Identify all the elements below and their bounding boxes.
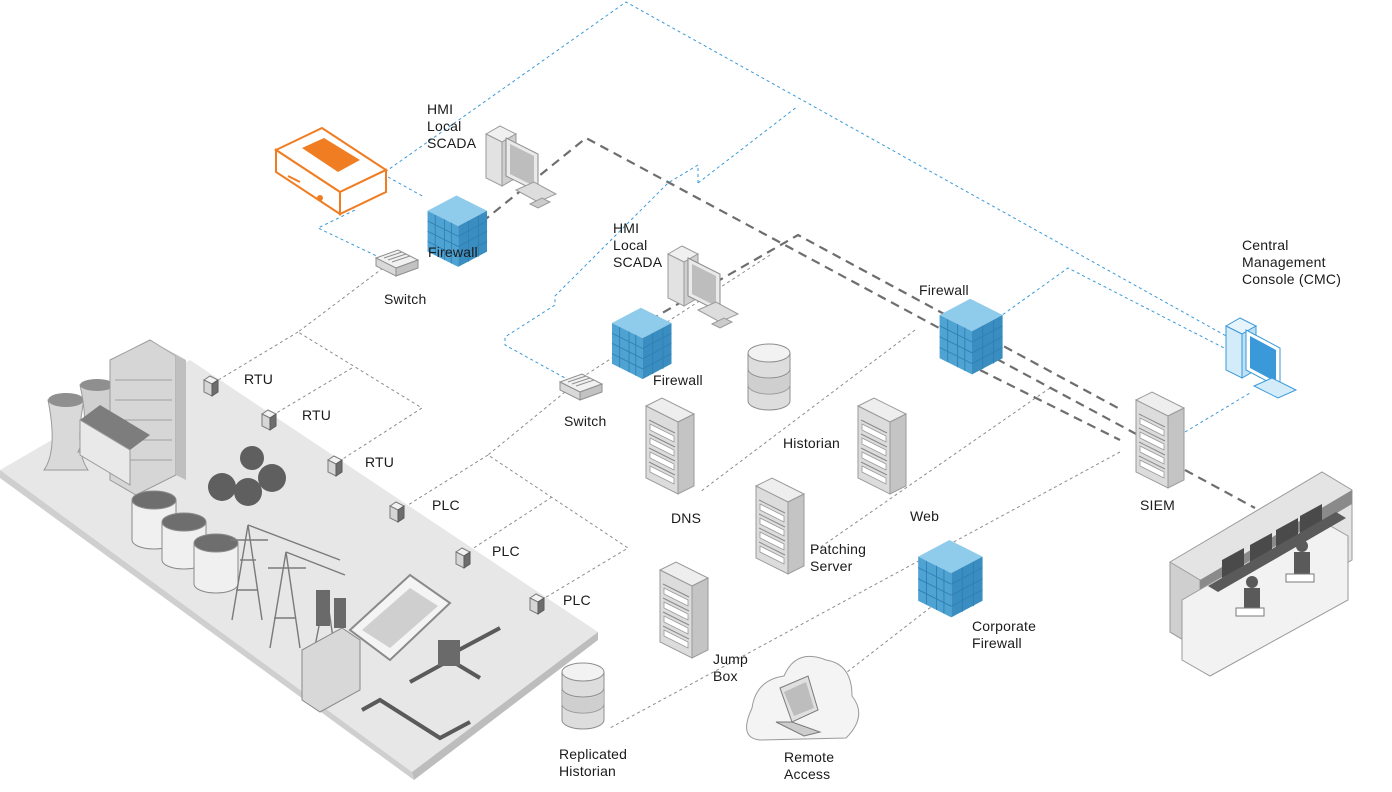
sensor-appliance-icon[interactable] [273,126,389,216]
hmi-2-workstation-icon[interactable] [667,245,739,329]
hmi-2-label: HMI Local SCADA [613,220,663,270]
switch-1-icon[interactable] [375,249,419,277]
dns-label: DNS [671,510,702,526]
hmi-1-label: HMI Local SCADA [427,101,477,151]
corporate-firewall-label: Corporate Firewall [972,618,1037,651]
historian-label: Historian [783,435,841,451]
patching-server-icon[interactable] [755,477,805,575]
plc-2-icon[interactable] [455,547,471,569]
ot-field-network-lines [214,254,1121,729]
patching-server-label: Patching Server [810,541,867,574]
firewall-3-label: Firewall [919,282,969,298]
web-label: Web [910,508,940,524]
rtu-1-icon[interactable] [203,375,219,397]
corporate-firewall-icon[interactable] [917,539,984,618]
management-network-lines [316,1,1251,433]
replicated-historian-database-icon[interactable] [561,662,605,730]
historian-database-icon[interactable] [747,343,791,411]
switch-2-icon[interactable] [559,373,603,401]
siem-server-icon[interactable] [1135,391,1185,489]
siem-label: SIEM [1140,497,1176,513]
dns-server-icon[interactable] [645,397,695,495]
switch-2-label: Switch [564,413,607,429]
plc-1-label: PLC [432,497,460,513]
rtu-3-label: RTU [365,454,395,470]
firewall-1-label: Firewall [428,244,478,260]
it-network-lines [481,136,1256,509]
firewall-2-icon[interactable] [611,307,672,380]
plc-1-icon[interactable] [389,501,405,523]
firewall-3-icon[interactable] [939,298,1004,375]
rtu-2-label: RTU [302,407,332,423]
replicated-historian-label: Replicated Historian [559,746,628,779]
rtu-3-icon[interactable] [327,455,343,477]
rtu-1-label: RTU [244,371,274,387]
plc-3-label: PLC [563,592,591,608]
hmi-1-workstation-icon[interactable] [485,125,557,209]
web-server-icon[interactable] [857,397,907,495]
plc-3-icon[interactable] [529,593,545,615]
cmc-label: Central Management Console (CMC) [1242,237,1342,287]
cmc-workstation-icon[interactable] [1224,317,1298,399]
industrial-plant-icon [0,339,598,780]
operations-center-icon [1169,471,1353,677]
switch-1-label: Switch [384,291,427,307]
jump-box-server-icon[interactable] [659,561,709,659]
firewall-2-label: Firewall [653,372,703,388]
cloud-laptop-icon[interactable] [746,656,860,741]
remote-access-label: Remote Access [784,749,835,782]
jump-box-label: Jump Box [713,651,749,684]
plc-2-label: PLC [492,543,520,559]
rtu-2-icon[interactable] [261,409,277,431]
